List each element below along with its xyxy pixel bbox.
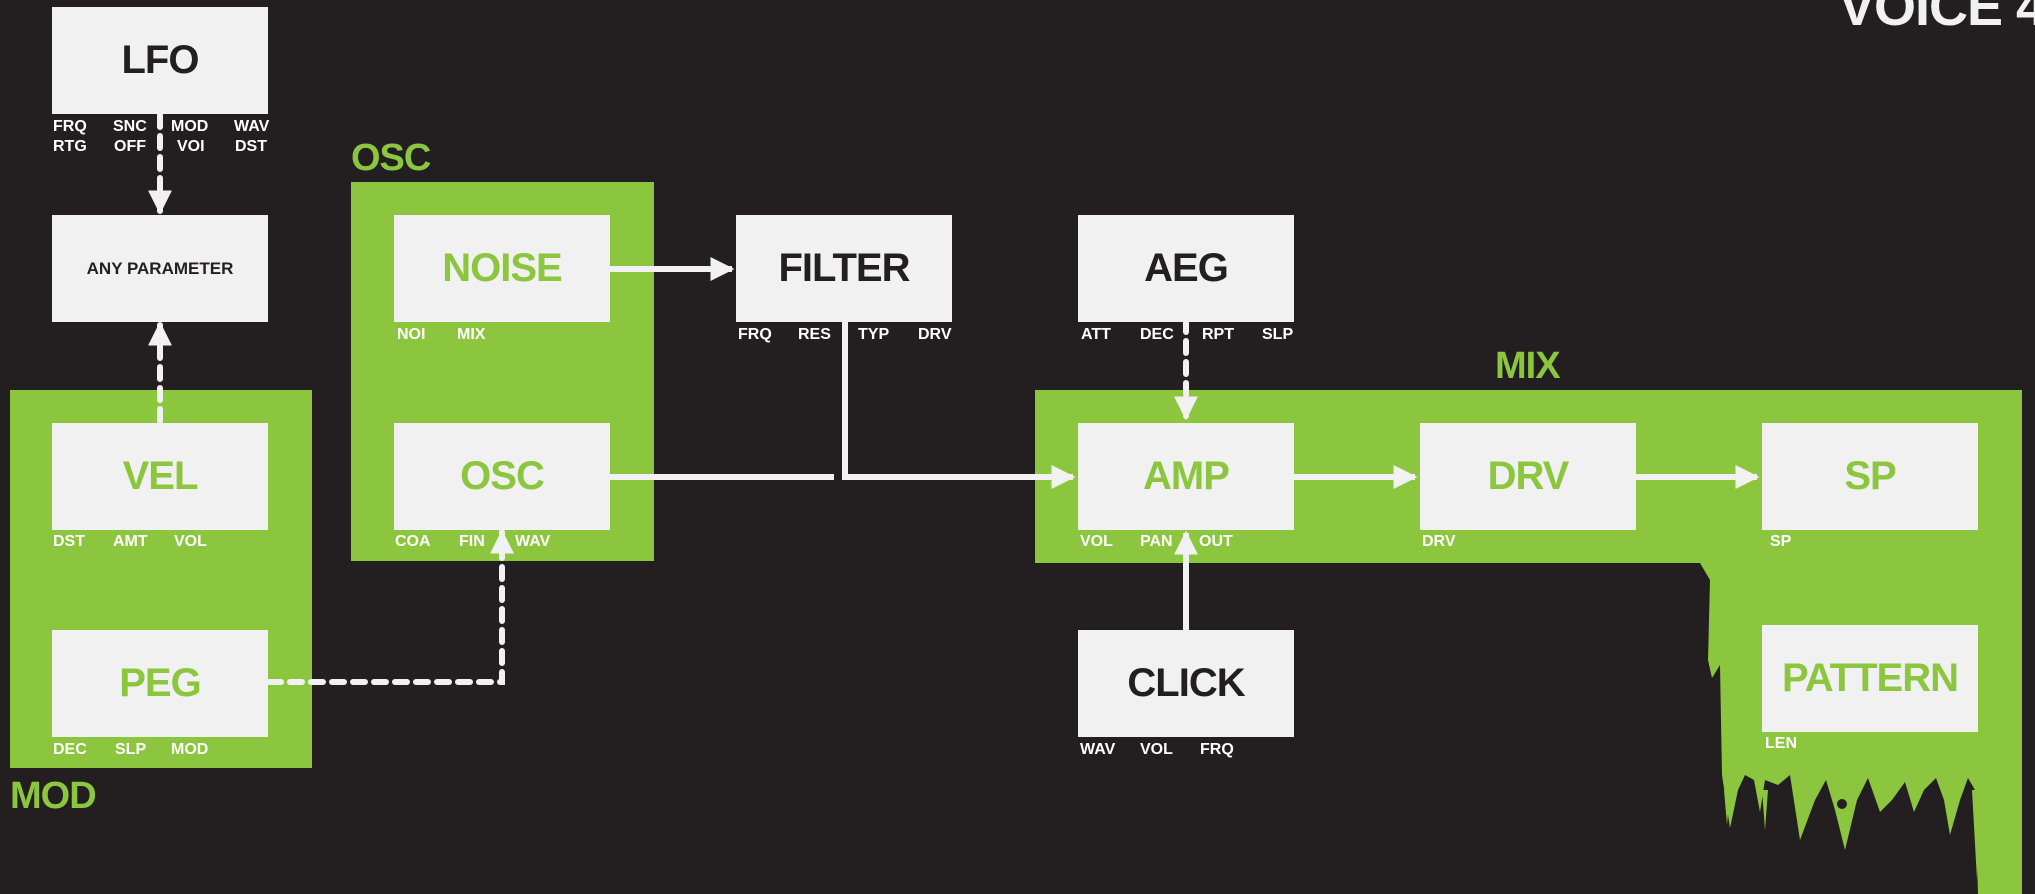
param-label: DEC <box>53 741 87 758</box>
param-label: VOL <box>1140 741 1173 758</box>
param-label: SNC <box>113 118 147 135</box>
noise-module[interactable]: NOISE <box>394 215 610 322</box>
param-label: TYP <box>858 326 890 343</box>
amp-module[interactable]: AMP <box>1078 423 1294 530</box>
param-label: SP <box>1770 533 1792 550</box>
param-label: COA <box>395 533 431 550</box>
mix-drip-detail <box>1762 790 1768 830</box>
aeg-module[interactable]: AEG <box>1078 215 1294 322</box>
sp-params: SP <box>1762 531 1992 571</box>
param-label: OFF <box>114 138 146 155</box>
aeg-label: AEG <box>1144 246 1229 290</box>
param-label: FIN <box>459 533 485 550</box>
mix-drip-detail <box>1724 790 1730 825</box>
click-params: WAV VOL FRQ <box>1078 739 1308 779</box>
param-label: DST <box>235 138 267 155</box>
any-parameter-module[interactable]: ANY PARAMETER <box>52 215 268 322</box>
osc-label: OSC <box>460 454 545 498</box>
param-label: SLP <box>115 741 147 758</box>
lfo-module[interactable]: LFO <box>52 7 268 114</box>
param-label: FRQ <box>738 326 772 343</box>
param-label: FRQ <box>1200 741 1234 758</box>
param-label: DST <box>53 533 85 550</box>
voice-title: VOICE 4 <box>1838 0 2035 37</box>
param-label: VOL <box>1080 533 1113 550</box>
peg-module[interactable]: PEG <box>52 630 268 737</box>
param-label: DEC <box>1140 326 1174 343</box>
pattern-label: PATTERN <box>1782 656 1959 700</box>
mix-drip-detail <box>1837 799 1847 809</box>
peg-to-osc-fin-wire <box>266 529 514 685</box>
mix-drip-detail <box>1972 790 1980 880</box>
osc-module[interactable]: OSC <box>394 423 610 530</box>
param-label: DRV <box>1422 533 1456 550</box>
noise-label: NOISE <box>442 246 562 290</box>
param-label: RTG <box>53 138 87 155</box>
pattern-module[interactable]: PATTERN <box>1762 625 1978 732</box>
any-parameter-label: ANY PARAMETER <box>86 258 234 278</box>
vel-label: VEL <box>122 454 199 498</box>
lfo-label: LFO <box>121 38 200 82</box>
sp-label: SP <box>1844 454 1896 498</box>
drv-label: DRV <box>1487 454 1570 498</box>
sp-module[interactable]: SP <box>1762 423 1978 530</box>
click-label: CLICK <box>1127 661 1245 705</box>
drv-params: DRV <box>1420 531 1650 571</box>
param-label: VOL <box>174 533 207 550</box>
peg-label: PEG <box>119 661 201 705</box>
param-label: FRQ <box>53 118 87 135</box>
mix-section-label: MIX <box>1495 345 1561 387</box>
noise-params: NOI MIX <box>394 324 624 364</box>
peg-params: DEC SLP MOD <box>52 739 282 779</box>
param-label: LEN <box>1765 735 1797 752</box>
vel-params: DST AMT VOL <box>52 531 282 571</box>
param-label: WAV <box>234 118 270 135</box>
drv-module[interactable]: DRV <box>1420 423 1636 530</box>
vel-module[interactable]: VEL <box>52 423 268 530</box>
amp-params: VOL PAN OUT <box>1078 531 1308 571</box>
param-label: PAN <box>1140 533 1173 550</box>
param-label: VOI <box>177 138 205 155</box>
filter-module[interactable]: FILTER <box>736 215 952 322</box>
amp-label: AMP <box>1143 454 1230 498</box>
param-label: MOD <box>171 118 209 135</box>
osc-params: COA FIN WAV <box>394 531 624 571</box>
param-label: RPT <box>1202 326 1234 343</box>
param-label: WAV <box>515 533 551 550</box>
click-module[interactable]: CLICK <box>1078 630 1294 737</box>
filter-params: FRQ RES TYP DRV <box>736 324 966 364</box>
filter-label: FILTER <box>778 246 910 290</box>
param-label: SLP <box>1262 326 1294 343</box>
param-label: WAV <box>1080 741 1116 758</box>
param-label: ATT <box>1081 326 1111 343</box>
pattern-params: LEN <box>1762 733 1992 773</box>
filter-to-amp-wire <box>842 320 1076 489</box>
mod-section-label: MOD <box>10 775 97 817</box>
param-label: NOI <box>397 326 426 343</box>
param-label: MOD <box>171 741 209 758</box>
param-label: MIX <box>457 326 486 343</box>
lfo-params: FRQ SNC MOD WAV RTG OFF VOI DST <box>52 116 282 156</box>
param-label: AMT <box>113 533 148 550</box>
param-label: RES <box>798 326 831 343</box>
osc-section-label: OSC <box>351 137 431 179</box>
aeg-params: ATT DEC RPT SLP <box>1078 324 1308 364</box>
param-label: OUT <box>1199 533 1233 550</box>
param-label: DRV <box>918 326 952 343</box>
